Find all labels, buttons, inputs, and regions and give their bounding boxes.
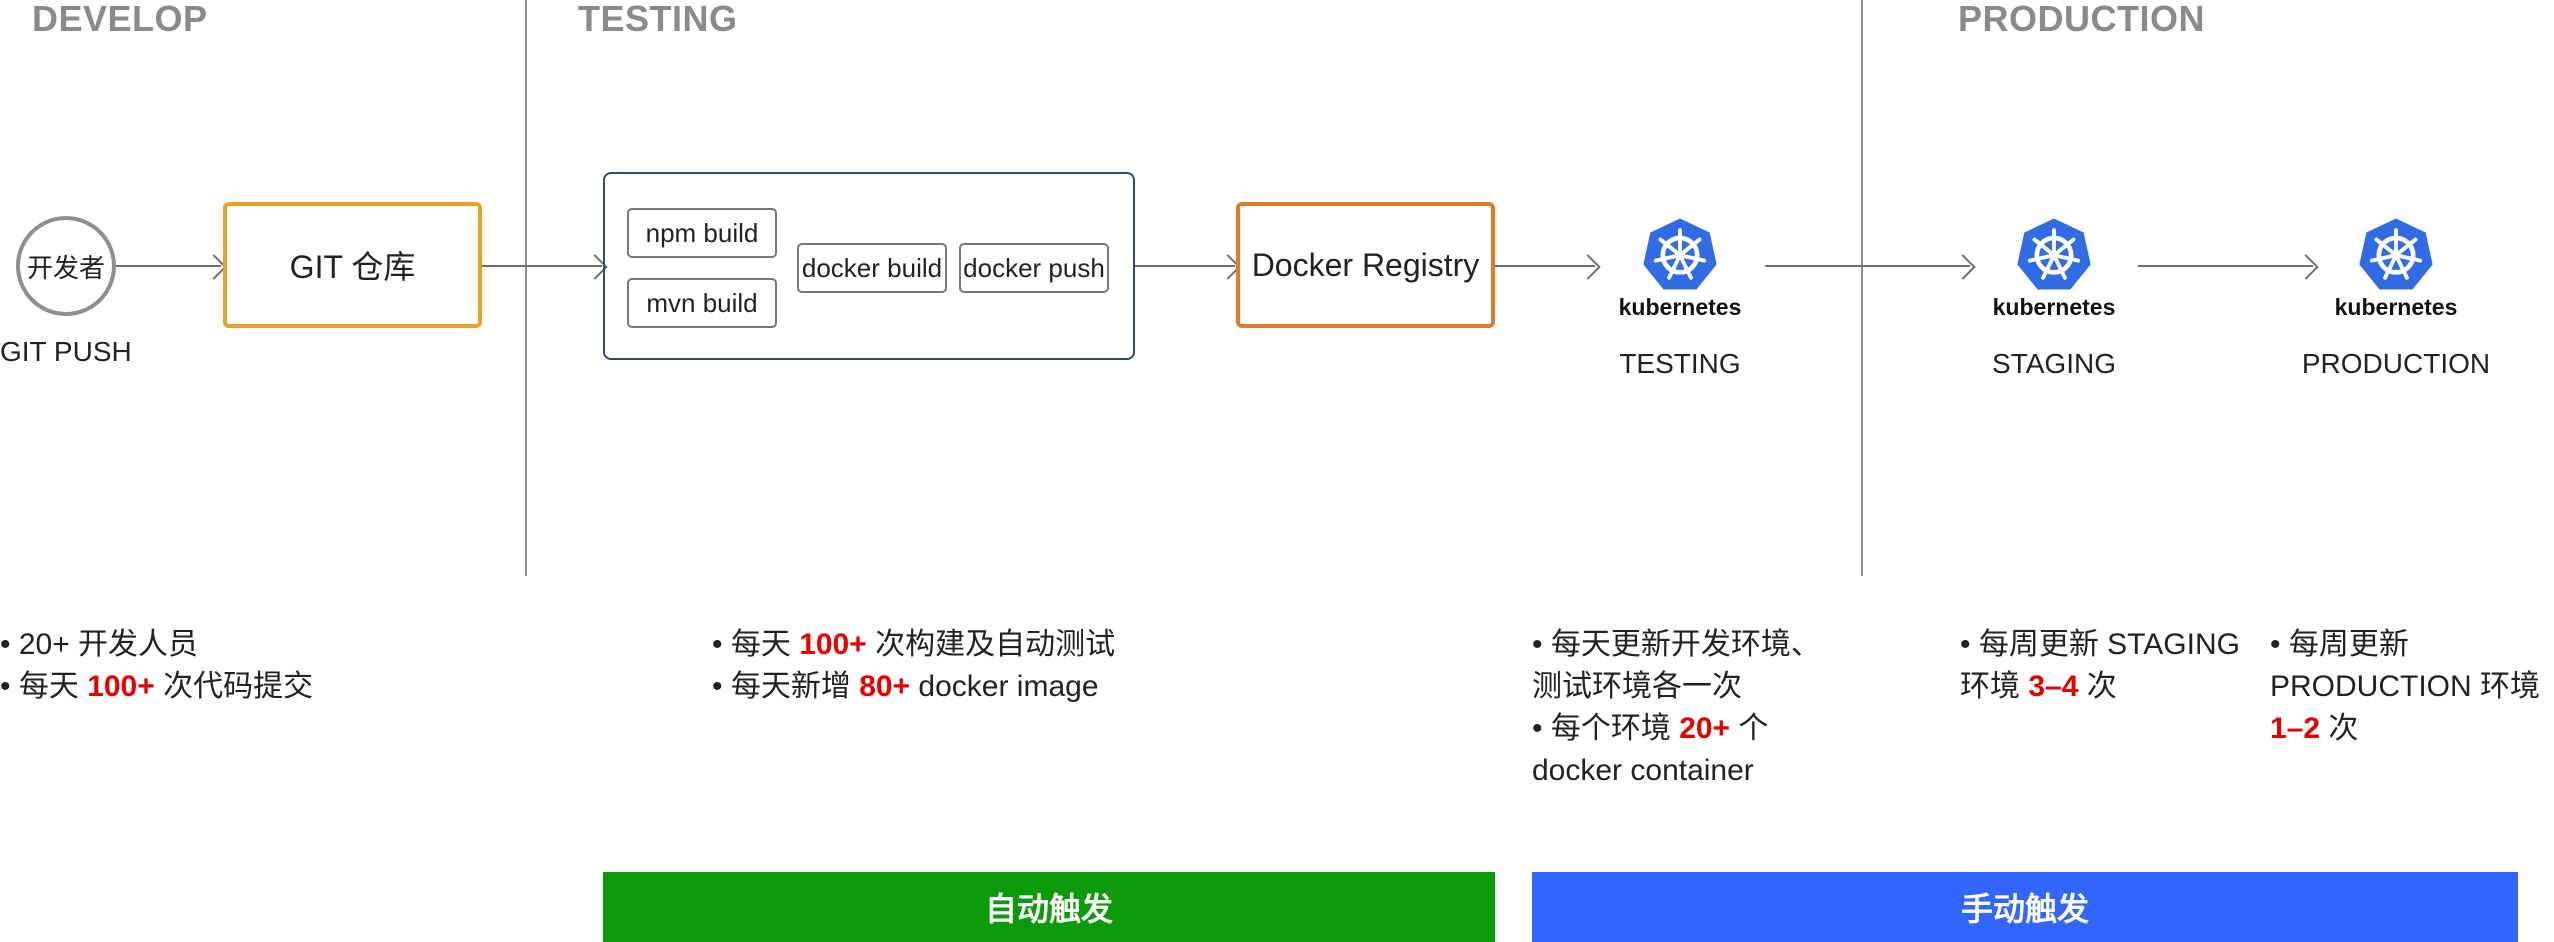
highlight-value: 80+ [859,670,911,703]
note-line: • 每周更新 STAGING [1960,628,2240,661]
notes-k8s-testing: • 每天更新开发环境、 测试环境各一次 • 每个环境 20+ 个 docker … [1532,624,1932,792]
stage-divider-1 [525,0,527,576]
arrowhead-staging-to-production [2293,254,2319,280]
docker-registry-label: Docker Registry [1251,246,1480,283]
note-line: • 每周更新 [2270,628,2409,661]
docker-build-step: docker build [797,243,947,293]
notes-production: • 每周更新 PRODUCTION 环境 1–2 次 [2270,624,2554,750]
highlight-value: 100+ [799,628,867,661]
kubernetes-icon [2017,218,2091,290]
k8s-staging-node: kubernetes [1974,216,2134,321]
manual-trigger-bar: 手动触发 [1532,872,2518,942]
note-line: • 每天新增 80+ docker image [712,670,1099,703]
arrow-pipeline-to-registry [1135,265,1235,267]
arrow-git-to-pipeline [482,265,602,267]
note-line: 测试环境各一次 [1532,670,1742,703]
auto-trigger-bar: 自动触发 [603,872,1495,942]
git-repo-label: GIT 仓库 [289,249,416,285]
notes-develop: • 20+ 开发人员 • 每天 100+ 次代码提交 [0,624,500,708]
highlight-value: 1–2 [2270,712,2321,745]
env-label-staging: STAGING [1992,348,2116,379]
kubernetes-wordmark: kubernetes [1992,294,2116,320]
highlight-value: 3–4 [2028,670,2079,703]
manual-trigger-label: 手动触发 [1960,891,2089,927]
arrowhead-testing-to-staging [1950,254,1976,280]
kubernetes-wordmark: kubernetes [1618,294,1742,320]
note-line: PRODUCTION 环境 [2270,670,2540,703]
stage-label-testing: TESTING [578,0,738,39]
k8s-testing-node: kubernetes [1600,216,1760,321]
mvn-build-step: mvn build [627,278,777,328]
k8s-production-node: kubernetes [2316,216,2476,321]
docker-push-step: docker push [959,243,1109,293]
highlight-value: 20+ [1679,712,1731,745]
developer-label: 开发者 [26,252,105,283]
docker-registry-box: Docker Registry [1236,202,1495,328]
npm-build-step: npm build [627,208,777,258]
note-line: 1–2 次 [2270,712,2359,745]
note-line: • 每天 100+ 次构建及自动测试 [712,628,1116,661]
arrow-staging-to-production [2138,265,2313,267]
git-repo-box: GIT 仓库 [223,202,482,328]
auto-trigger-label: 自动触发 [984,891,1113,927]
arrow-testing-to-staging [1765,265,1970,267]
stage-divider-2 [1861,0,1863,576]
stage-label-develop: DEVELOP [32,0,208,39]
stage-label-production: PRODUCTION [1958,0,2205,39]
git-push-caption: GIT PUSH [0,336,132,367]
kubernetes-icon [2359,218,2433,290]
notes-testing: • 每天 100+ 次构建及自动测试 • 每天新增 80+ docker ima… [712,624,1272,708]
highlight-value: 100+ [87,670,155,703]
kubernetes-icon [1643,218,1717,290]
arrowhead-registry-to-testing [1575,254,1601,280]
note-line: • 20+ 开发人员 [0,628,199,661]
developer-node: 开发者 [16,216,116,316]
ci-pipeline-group [603,172,1135,360]
note-line: • 每天更新开发环境、 [1532,628,1821,661]
kubernetes-wordmark: kubernetes [2334,294,2458,320]
arrow-registry-to-testing [1495,265,1595,267]
note-line: • 每个环境 20+ 个 [1532,712,1769,745]
env-label-production: PRODUCTION [2301,348,2491,379]
note-line: docker container [1532,754,1754,787]
note-line: 环境 3–4 次 [1960,670,2117,703]
notes-staging: • 每周更新 STAGING 环境 3–4 次 [1960,624,2280,708]
env-label-testing: TESTING [1619,348,1741,379]
arrow-dev-to-git [116,265,221,267]
note-line: • 每天 100+ 次代码提交 [0,670,314,703]
